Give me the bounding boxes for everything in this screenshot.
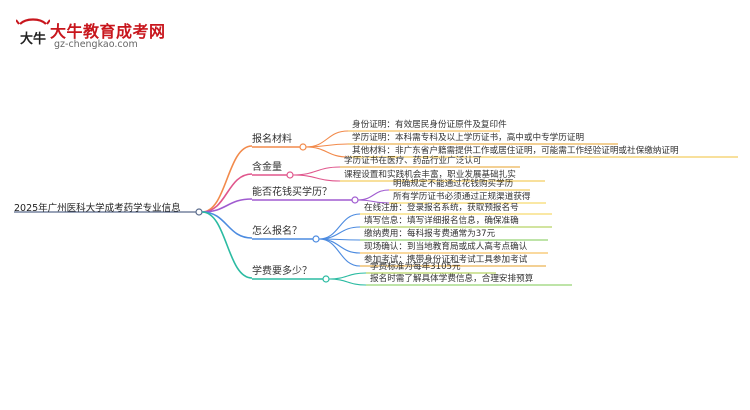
leaf-item: 参加考试：携带身份证和考试工具参加考试	[364, 255, 528, 265]
leaf-item: 明确规定不能通过花钱购买学历	[393, 179, 514, 189]
leaf-item: 所有学历证书必须通过正规渠道获得	[393, 192, 531, 202]
connector-line	[318, 238, 361, 254]
leaf-item: 课程设置和实践机会丰富，职业发展基础扎实	[344, 170, 516, 180]
leaf-item: 现场确认：到当地教育局或成人高考点确认	[364, 242, 528, 252]
connector-line	[318, 238, 361, 267]
connector-line	[305, 143, 349, 148]
leaf-item: 学历证明：本科需专科及以上学历证书，高中或中专学历证明	[352, 133, 585, 143]
branch-label-3: 能否花钱买学历？	[252, 187, 332, 198]
leaf-item: 其他材料：非广东省户籍需提供工作或居住证明，可能需工作经验证明或社保缴纳证明	[352, 146, 679, 156]
node-dot	[299, 143, 307, 151]
connector-line	[357, 189, 390, 201]
leaf-item: 在线注册：登录报名系统，获取预报名号	[364, 203, 519, 213]
connector-line	[201, 145, 253, 213]
branch-label-2: 含金量	[252, 162, 282, 173]
connector-line	[292, 174, 341, 182]
brand-logo: 大牛 大牛教育成考网 gz-chengkao.com	[16, 16, 186, 58]
brand-name: 大牛教育成考网	[50, 22, 166, 41]
branch-label-1: 报名材料	[252, 134, 292, 145]
leaf-item: 报名时需了解具体学费信息，合理安排预算	[370, 274, 534, 284]
logo-mark-icon: 大牛	[16, 18, 50, 47]
node-dot	[322, 275, 330, 283]
brand-url: gz-chengkao.com	[54, 39, 138, 50]
leaf-item: 学费标准为每年3105元	[370, 262, 461, 272]
connector-line	[201, 211, 253, 239]
logo-glyph: 大牛	[20, 31, 46, 47]
connector-line	[328, 278, 367, 286]
leaf-item: 学历证书在医疗、药品行业广泛认可	[344, 156, 482, 166]
connector-line	[292, 166, 341, 176]
node-dot	[351, 196, 359, 204]
leaf-item: 填写信息：填写详细报名信息，确保准确	[364, 216, 519, 226]
connector-line	[357, 199, 390, 204]
connector-line	[318, 226, 361, 240]
connector-line	[201, 198, 253, 213]
node-dot	[195, 208, 203, 216]
connector-line	[328, 272, 367, 280]
branch-label-5: 学费要多少？	[252, 266, 312, 277]
node-dot	[286, 171, 294, 179]
leaf-item: 身份证明：有效居民身份证原件及复印件	[352, 120, 507, 130]
connector-line	[201, 211, 253, 279]
connector-line	[305, 146, 349, 158]
connector-line	[318, 213, 361, 240]
root-topic: 2025年广州医科大学成考药学专业信息	[14, 203, 181, 214]
leaf-item: 缴纳费用：每科报考费通常为37元	[364, 229, 496, 239]
node-dot	[312, 235, 320, 243]
branch-label-4: 怎么报名？	[252, 226, 302, 237]
